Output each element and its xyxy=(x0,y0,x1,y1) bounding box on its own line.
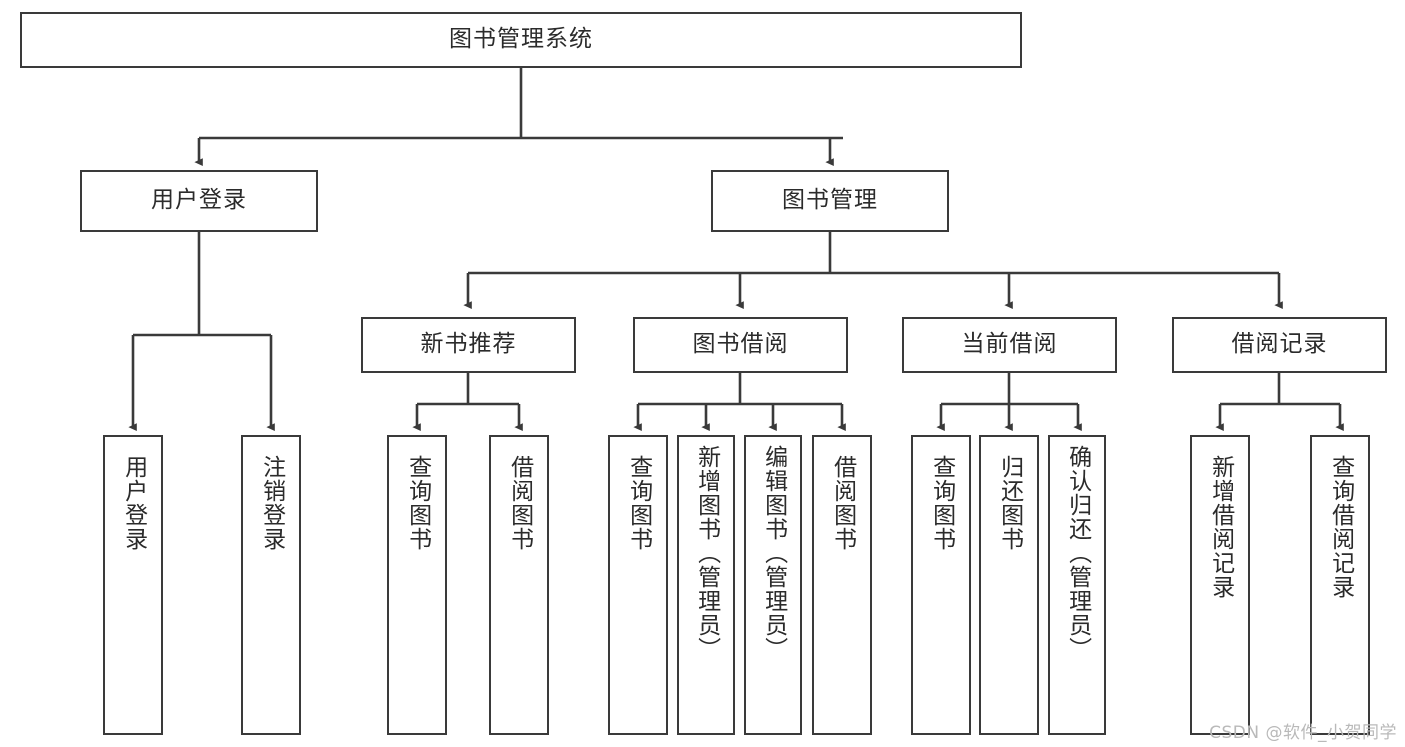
node-root-system[interactable]: 图书管理系统 xyxy=(20,12,1022,68)
node-book-borrow[interactable]: 图书借阅 xyxy=(633,317,848,373)
leaf-book-borrow-query[interactable]: 查询图书 xyxy=(608,435,668,735)
node-user-login[interactable]: 用户登录 xyxy=(80,170,318,232)
leaf-borrow-record-add[interactable]: 新增借阅记录 xyxy=(1190,435,1250,735)
leaf-user-login-login[interactable]: 用户登录 xyxy=(103,435,163,735)
leaf-current-borrow-return[interactable]: 归还图书 xyxy=(979,435,1039,735)
node-new-book-recommend[interactable]: 新书推荐 xyxy=(361,317,576,373)
leaf-current-borrow-confirm[interactable]: 确认归还（管理员） xyxy=(1048,435,1106,735)
csdn-watermark: CSDN @软件_小贺同学 xyxy=(1209,723,1397,743)
leaf-book-borrow-add[interactable]: 新增图书（管理员） xyxy=(677,435,735,735)
leaf-new-book-query[interactable]: 查询图书 xyxy=(387,435,447,735)
node-book-manage[interactable]: 图书管理 xyxy=(711,170,949,232)
leaf-current-borrow-query[interactable]: 查询图书 xyxy=(911,435,971,735)
node-current-borrow[interactable]: 当前借阅 xyxy=(902,317,1117,373)
leaf-book-borrow-borrow[interactable]: 借阅图书 xyxy=(812,435,872,735)
leaf-user-login-logout[interactable]: 注销登录 xyxy=(241,435,301,735)
node-borrow-record[interactable]: 借阅记录 xyxy=(1172,317,1387,373)
leaf-book-borrow-edit[interactable]: 编辑图书（管理员） xyxy=(744,435,802,735)
leaf-new-book-borrow[interactable]: 借阅图书 xyxy=(489,435,549,735)
leaf-borrow-record-query[interactable]: 查询借阅记录 xyxy=(1310,435,1370,735)
